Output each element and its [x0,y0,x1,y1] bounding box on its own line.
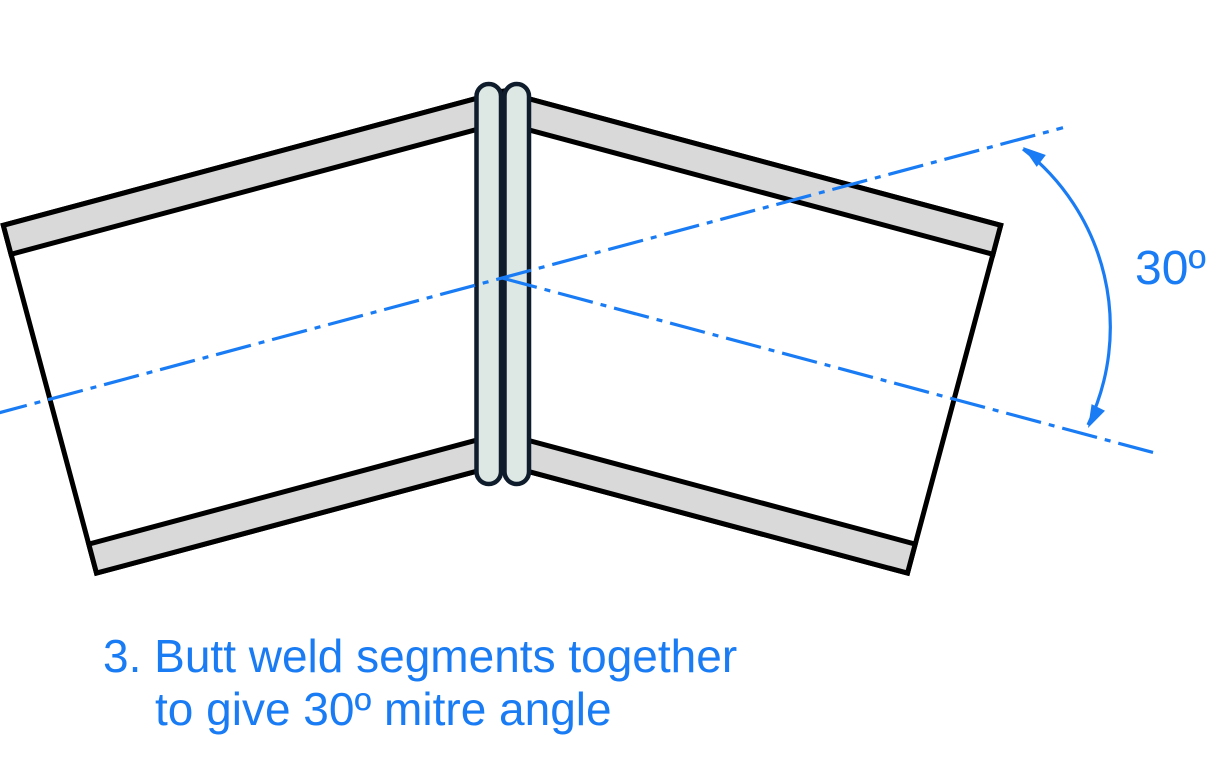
caption: 3. Butt weld segments together to give 3… [103,630,737,736]
arc-arrowhead-top [1023,147,1046,167]
right-pipe-segment [499,88,1004,577]
right-pipe-centerline [501,276,1156,455]
angle-dimension-arc [1022,147,1112,426]
left-pipe-centerline [0,126,1064,415]
weld-flange-left [474,81,504,487]
caption-line-2: to give 30º mitre angle [155,683,612,735]
caption-line-1: 3. Butt weld segments together [103,630,738,682]
angle-label: 30º [1135,242,1206,295]
left-pipe-segment [0,88,505,577]
butt-weld-joint [474,81,532,487]
arc-arrowhead-bottom [1088,404,1106,428]
